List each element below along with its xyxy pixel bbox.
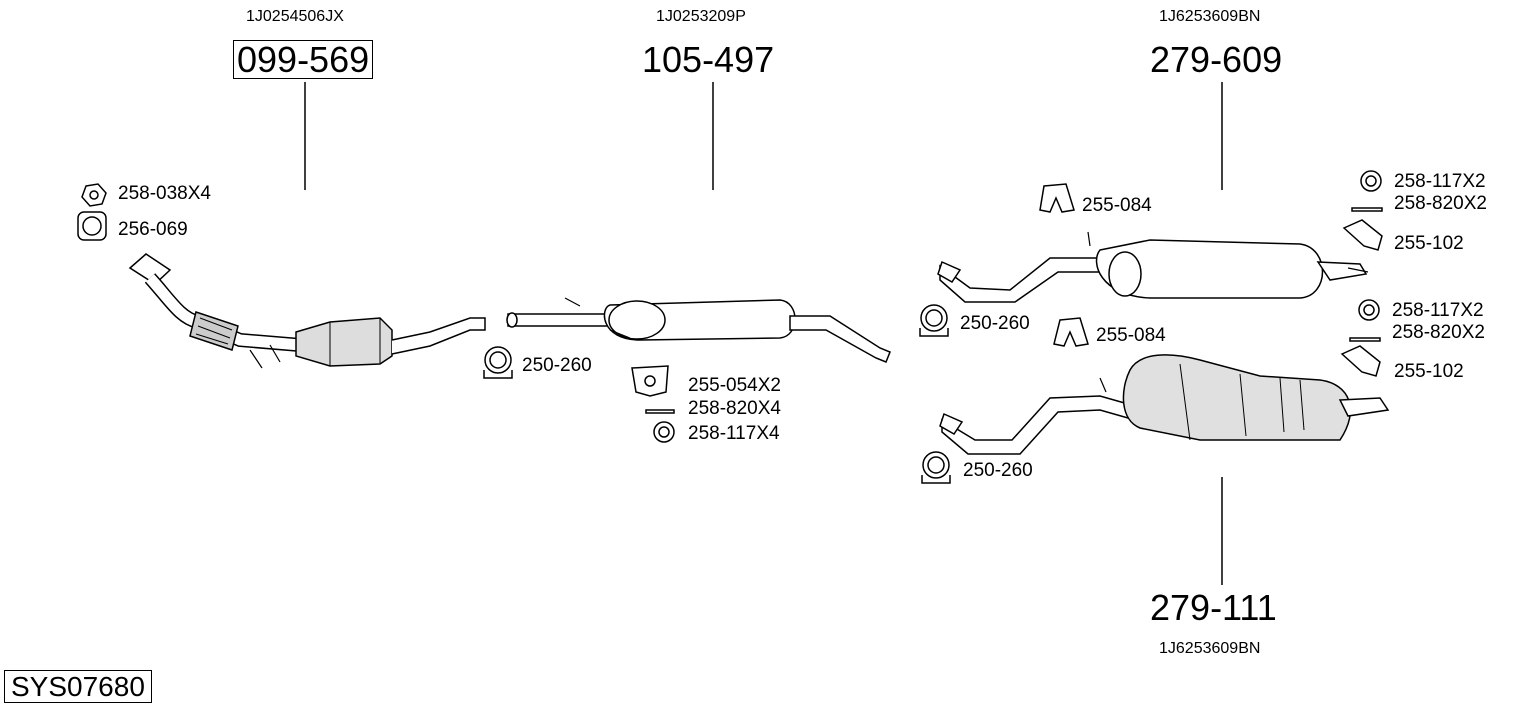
- clamp-icon: [483, 346, 513, 379]
- oe-number-rear-top: 1J6253609BN: [1159, 8, 1261, 25]
- part-number-cat[interactable]: 099-569: [233, 40, 374, 79]
- fitting-label-nut[interactable]: 258-038X4: [118, 183, 211, 204]
- system-id: SYS07680: [4, 670, 152, 703]
- oe-number-cat: 1J0254506JX: [246, 8, 344, 25]
- rear-muffler-top: [937, 231, 1369, 303]
- fitting-label-clamp[interactable]: 250-260: [963, 460, 1033, 481]
- oe-number-rear-bottom: 1J6253609BN: [1159, 640, 1261, 657]
- oe-number-mid: 1J0253209P: [656, 8, 746, 25]
- fitting-label-hanger[interactable]: 255-084: [1082, 195, 1152, 216]
- hanger-icon: [1039, 183, 1075, 213]
- rubber-mount-hole-icon: [644, 375, 656, 387]
- part-number-mid[interactable]: 105-497: [642, 39, 775, 80]
- fitting-label-bolt[interactable]: 258-820X2: [1394, 193, 1487, 214]
- fitting-label-bracket[interactable]: 255-102: [1394, 361, 1464, 382]
- fitting-label-clamp[interactable]: 250-260: [960, 313, 1030, 334]
- bracket-icon: [1342, 219, 1383, 251]
- ring-hole-icon: [1363, 304, 1375, 316]
- fitting-label-bolt[interactable]: 258-820X2: [1392, 322, 1485, 343]
- ring-hole-icon: [1365, 175, 1377, 187]
- ring-hole-icon: [658, 426, 670, 438]
- gasket-hole-icon: [82, 216, 102, 236]
- fitting-label-ring[interactable]: 258-117X4: [688, 423, 780, 444]
- fitting-label-bracket[interactable]: 255-102: [1394, 233, 1464, 254]
- fitting-label-gasket[interactable]: 256-069: [118, 219, 188, 240]
- middle-muffler: [506, 297, 891, 363]
- fitting-label-ring[interactable]: 258-117X2: [1394, 171, 1486, 192]
- part-number-rear-bottom[interactable]: 279-111: [1150, 587, 1277, 628]
- bolt-icon: [645, 409, 675, 414]
- fitting-label-ring[interactable]: 258-117X2: [1392, 300, 1484, 321]
- bolt-icon: [1351, 207, 1383, 212]
- hanger-icon: [1053, 317, 1089, 347]
- fitting-label-mount[interactable]: 255-054X2: [688, 375, 781, 396]
- fitting-label-bolt[interactable]: 258-820X4: [688, 398, 781, 419]
- fitting-label-clamp[interactable]: 250-260: [522, 355, 592, 376]
- clamp-icon: [919, 304, 949, 337]
- clamp-icon: [921, 451, 951, 484]
- nut-hole-icon: [89, 190, 99, 200]
- bolt-icon: [1349, 337, 1381, 342]
- fitting-label-hanger[interactable]: 255-084: [1096, 325, 1166, 346]
- rear-muffler-bottom: [939, 354, 1390, 455]
- catalytic-converter-pipe: [128, 253, 486, 369]
- part-number-rear-top[interactable]: 279-609: [1150, 39, 1283, 80]
- bracket-icon: [1340, 345, 1381, 377]
